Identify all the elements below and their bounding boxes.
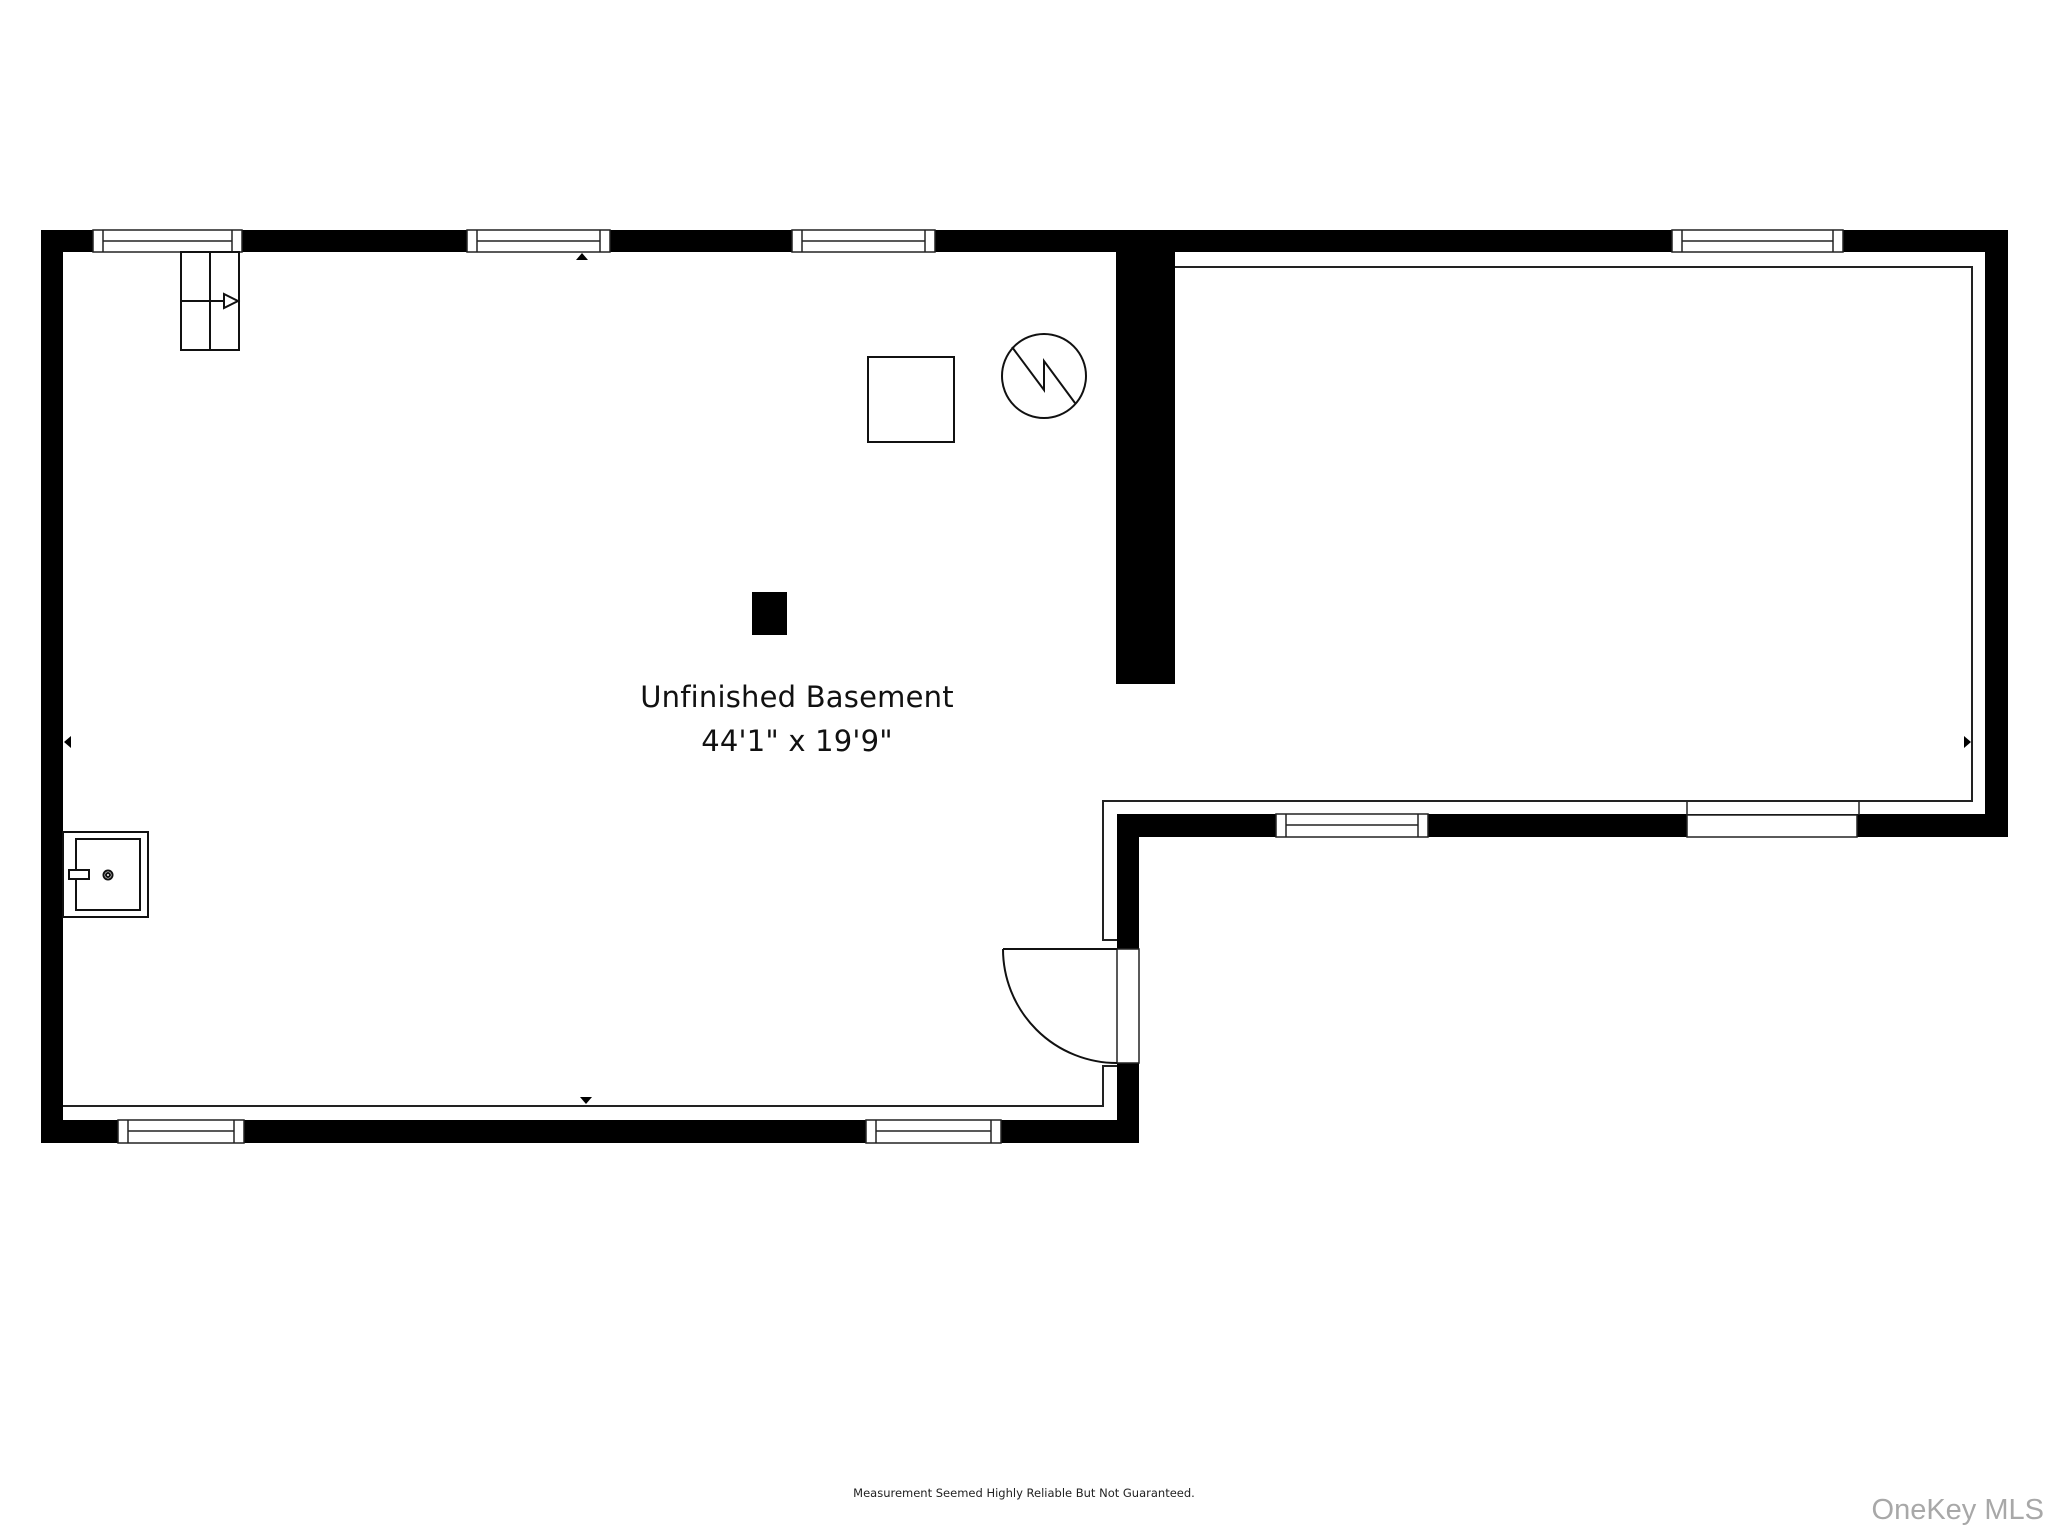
walls xyxy=(41,230,2008,1143)
water-heater-icon xyxy=(1001,333,1087,419)
window-icon xyxy=(466,229,611,253)
stairs-icon xyxy=(180,251,241,351)
opening-icon xyxy=(1686,801,1860,838)
sink-icon xyxy=(62,831,149,918)
wall-bottom xyxy=(41,1120,1139,1143)
column-icon xyxy=(752,592,787,635)
marker-top-icon xyxy=(576,253,588,260)
room-dimensions-label: 44'1" x 19'9" xyxy=(701,724,893,758)
furnace-icon xyxy=(867,356,955,443)
marker-bottom-icon xyxy=(580,1097,592,1104)
interior-outline xyxy=(63,266,1973,1107)
window-icon xyxy=(791,229,936,253)
room-name-label: Unfinished Basement xyxy=(640,680,954,714)
measurement-disclaimer: Measurement Seemed Highly Reliable But N… xyxy=(853,1486,1195,1500)
marker-right-icon xyxy=(1964,736,1971,748)
window-icon xyxy=(1671,229,1844,253)
window-icon xyxy=(1275,813,1429,838)
mls-watermark: OneKey MLS xyxy=(1871,1494,2044,1526)
marker-left-icon xyxy=(64,736,71,748)
window-icon xyxy=(92,229,243,253)
windows xyxy=(92,229,1860,1144)
door-icon xyxy=(1002,948,1140,1064)
window-icon xyxy=(117,1119,245,1144)
window-icon xyxy=(865,1119,1002,1144)
partition-wall xyxy=(1116,252,1175,684)
wall-right xyxy=(1985,230,2008,837)
dimension-markers xyxy=(64,253,1971,1104)
wall-left xyxy=(41,230,63,1143)
wall-right-bottom xyxy=(1117,814,2008,837)
